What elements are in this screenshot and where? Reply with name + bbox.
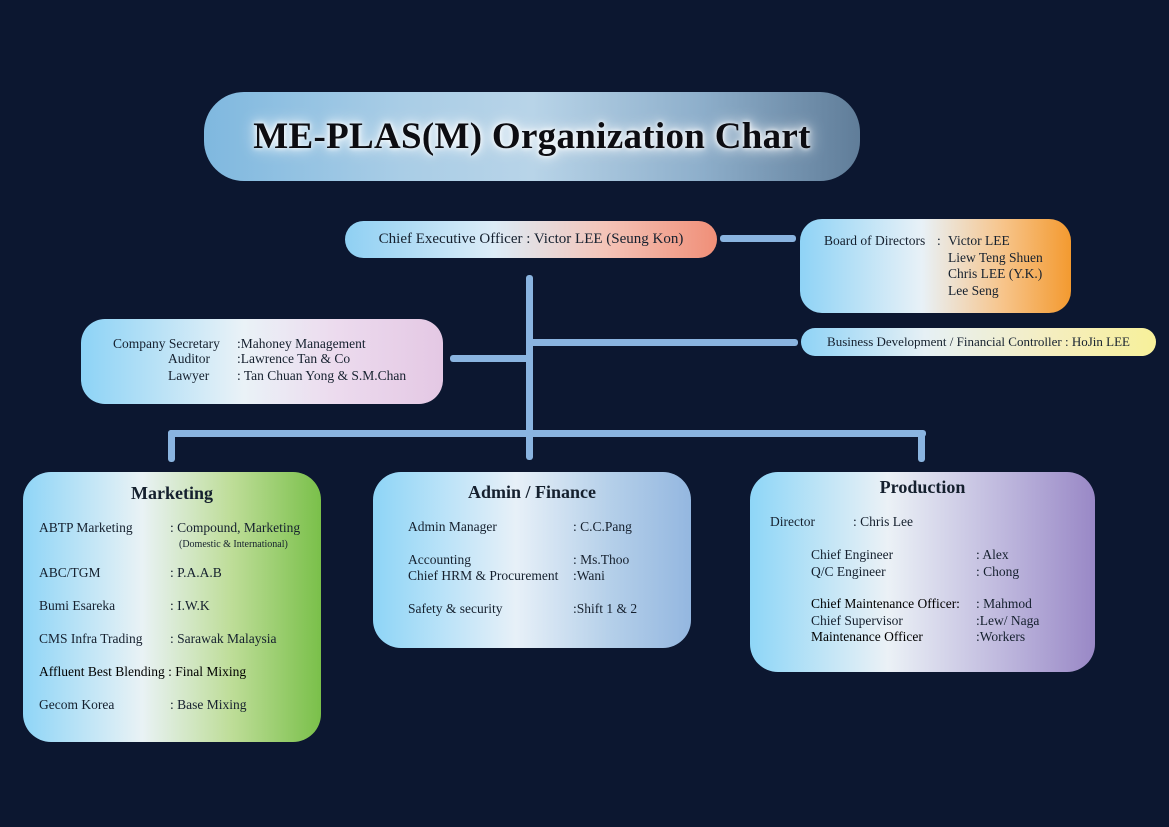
bizdev-box: Business Development / Financial Control… xyxy=(801,328,1156,356)
production-row-name: Maintenance Officer xyxy=(811,629,923,644)
board-member: Chris LEE (Y.K.) xyxy=(948,266,1043,281)
admin-row-value: : Ms.Thoo xyxy=(573,552,630,567)
production-director-value: : Chris Lee xyxy=(853,514,913,529)
ceo-box: Chief Executive Officer : Victor LEE (Se… xyxy=(345,221,717,258)
marketing-row-value: : P.A.A.B xyxy=(170,565,222,580)
advisor-value: :Mahoney Management xyxy=(237,336,366,351)
connector-trunk xyxy=(526,275,533,460)
advisor-role: Company Secretary xyxy=(113,336,220,351)
production-title: Production xyxy=(879,477,966,497)
production-row-name: Q/C Engineer xyxy=(811,564,886,579)
production-row-value: : Mahmod xyxy=(976,596,1032,611)
board-colon: : xyxy=(937,233,941,248)
connector-advisors xyxy=(450,355,530,362)
advisor-role: Lawyer xyxy=(168,368,210,383)
production-row-value: :Lew/ Naga xyxy=(976,613,1040,628)
board-member: Victor LEE xyxy=(948,233,1010,248)
board-box: Board of Directors : Victor LEE Liew Ten… xyxy=(800,219,1071,313)
advisor-value: :Lawrence Tan & Co xyxy=(237,351,351,366)
production-row-name: Chief Maintenance Officer: xyxy=(811,596,960,611)
admin-title: Admin / Finance xyxy=(467,482,596,502)
board-member: Liew Teng Shuen xyxy=(948,250,1043,265)
marketing-box: Marketing ABTP Marketing : Compound, Mar… xyxy=(23,472,321,742)
marketing-row-name: Gecom Korea xyxy=(39,697,115,712)
connector-ceo-board xyxy=(720,235,796,242)
marketing-row-value: : Compound, Marketing xyxy=(170,520,301,535)
marketing-row-value: : Base Mixing xyxy=(170,697,247,712)
production-row-name: Chief Engineer xyxy=(811,547,894,562)
production-row-value: :Workers xyxy=(976,629,1026,644)
production-director-label: Director xyxy=(770,514,815,529)
connector-marketing xyxy=(168,430,175,462)
marketing-row-note: (Domestic & International) xyxy=(179,539,288,550)
production-row-name: Chief Supervisor xyxy=(811,613,903,628)
admin-row-value: : C.C.Pang xyxy=(573,519,632,534)
connector-horizontal xyxy=(168,430,926,437)
admin-row-name: Chief HRM & Procurement xyxy=(408,568,559,583)
production-row-value: : Alex xyxy=(976,547,1009,562)
production-row-value: : Chong xyxy=(976,564,1020,579)
board-member: Lee Seng xyxy=(948,283,999,298)
admin-row-name: Accounting xyxy=(408,552,471,567)
page-title: ME-PLAS(M) Organization Chart xyxy=(253,116,811,157)
admin-row-name: Safety & security xyxy=(408,601,503,616)
admin-row-value: :Wani xyxy=(573,568,605,583)
advisor-role: Auditor xyxy=(168,351,210,366)
marketing-row-name: Bumi Esareka xyxy=(39,598,116,613)
marketing-row-name: Affluent Best Blending : Final Mixing xyxy=(39,664,247,679)
admin-row-name: Admin Manager xyxy=(408,519,497,534)
marketing-row-value: : I.W.K xyxy=(170,598,210,613)
advisor-value: : Tan Chuan Yong & S.M.Chan xyxy=(237,368,407,383)
admin-row-value: :Shift 1 & 2 xyxy=(573,601,638,616)
ceo-text: Chief Executive Officer : Victor LEE (Se… xyxy=(378,231,684,247)
marketing-row-value: : Sarawak Malaysia xyxy=(170,631,277,646)
advisors-box: Company Secretary :Mahoney Management Au… xyxy=(81,319,443,404)
admin-finance-box: Admin / Finance Admin Manager : C.C.Pang… xyxy=(373,472,691,648)
marketing-title: Marketing xyxy=(131,483,213,503)
marketing-row-name: CMS Infra Trading xyxy=(39,631,143,646)
title-banner: ME-PLAS(M) Organization Chart xyxy=(204,92,860,181)
production-box: Production Director : Chris Lee Chief En… xyxy=(750,472,1095,672)
board-label: Board of Directors xyxy=(824,233,926,248)
marketing-row-name: ABC/TGM xyxy=(39,565,101,580)
bizdev-text: Business Development / Financial Control… xyxy=(827,334,1130,349)
connector-production xyxy=(918,430,925,462)
connector-bizdev xyxy=(530,339,798,346)
marketing-row-name: ABTP Marketing xyxy=(39,520,133,535)
